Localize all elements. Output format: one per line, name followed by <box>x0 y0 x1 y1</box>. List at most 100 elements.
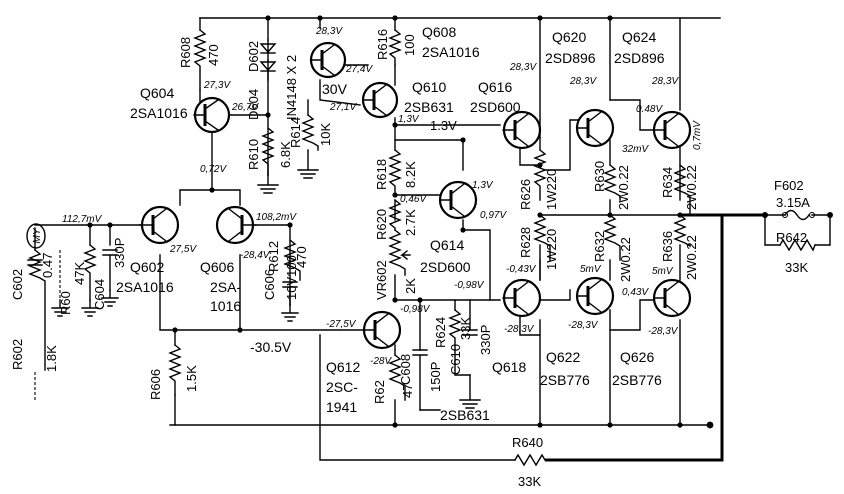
r614-val: 10K <box>318 123 333 146</box>
voltage-33: -28V <box>370 356 392 367</box>
q606-part2: 1016 <box>210 298 241 314</box>
transistor-q620 <box>575 108 615 148</box>
q622-ref: Q622 <box>546 349 580 365</box>
voltage-13: 0.48V <box>636 104 663 115</box>
r612-val: 470 <box>294 246 309 268</box>
r640-ref: R640 <box>512 435 543 450</box>
r634-zigzag <box>673 164 691 216</box>
voltage-25: 5mV <box>580 264 602 275</box>
voltage-11: 28,3V <box>569 76 597 87</box>
r616-zigzag <box>388 29 402 66</box>
voltage-18: 0,97V <box>480 210 507 221</box>
voltage-15: 0,7mV <box>692 120 703 150</box>
r606-zigzag <box>168 344 182 396</box>
voltage-34: -30.5V <box>250 339 292 355</box>
r604-ref: R60 <box>58 291 73 315</box>
r612-zigzag <box>283 239 301 281</box>
r634-ref: R634 <box>660 167 675 198</box>
q608-ref: Q608 <box>422 24 456 40</box>
voltage-4: 28,3V <box>315 26 343 37</box>
r640-zigzag <box>514 453 546 467</box>
q612-part: 2SC- <box>326 379 358 395</box>
voltage-6: 30V <box>322 81 348 97</box>
r622-zigzag <box>388 354 406 401</box>
r624-val: 33K <box>458 317 473 340</box>
transistor-q606 <box>215 205 257 245</box>
r632-zigzag <box>603 214 621 261</box>
q618-ref: Q618 <box>492 359 526 375</box>
vr602-ref: VR602 <box>374 260 389 300</box>
voltage-14: 32mV <box>622 144 649 155</box>
voltage-28: -28,3V <box>504 324 535 335</box>
r620-val: 2.7K <box>403 209 418 236</box>
voltage-32: -0,98V <box>400 304 431 315</box>
capacitor-labels: C602 0.47 C604 330P C606 10V100 C608 150… <box>10 238 493 392</box>
r626-val: 1W220 <box>544 169 559 210</box>
transistor-q610 <box>361 81 399 119</box>
r612-ref: R612 <box>266 241 281 272</box>
r618-ref: R618 <box>374 159 389 190</box>
vr602-val: 2K <box>403 278 418 294</box>
q602-part: 2SA1016 <box>116 279 174 295</box>
r642-ref: R642 <box>776 230 807 245</box>
q608-part: 2SA1016 <box>422 44 480 60</box>
voltage-29: -28,3V <box>568 320 599 331</box>
transistor-q616 <box>502 110 542 150</box>
r624-zigzag <box>448 309 462 351</box>
r602-val: 1.8K <box>44 345 59 372</box>
r636-val: 2W0.22 <box>684 235 699 280</box>
voltage-9: 1.3V <box>430 118 457 133</box>
transistor-labels: Q604 2SA1016 Q608 2SA1016 Q610 2SB631 Q6… <box>116 24 665 423</box>
q626-ref: Q626 <box>620 349 654 365</box>
q616-part: 2SD600 <box>470 99 521 115</box>
transistor-q622 <box>575 276 615 316</box>
resistor-symbols <box>28 29 816 467</box>
transistor-q624 <box>652 110 692 150</box>
r626-ref: R626 <box>518 179 533 210</box>
r622-ref: R62 <box>372 380 387 404</box>
transistor-q604 <box>193 96 231 134</box>
r640-val: 33K <box>518 474 541 489</box>
voltage-5: 27,4V <box>345 64 373 75</box>
diode-part: IN4148 X 2 <box>284 55 299 120</box>
r610-zigzag <box>261 127 275 176</box>
r602-zigzag <box>28 249 46 371</box>
r628-ref: R628 <box>518 227 533 258</box>
voltage-19: 112,7mV <box>62 214 103 225</box>
r620-zigzag <box>388 199 402 231</box>
resistor-labels: R608 470 R616 100 R610 6.8K R614 10K R61… <box>10 29 808 489</box>
r624-ref: R624 <box>433 317 448 348</box>
q618-part: 2SB631 <box>440 407 490 423</box>
transistor-q618 <box>502 278 542 318</box>
input-terminal: MY <box>26 223 46 249</box>
c608-val: 150P <box>428 362 443 392</box>
voltage-7: 27,1V <box>329 102 357 113</box>
r604-zigzag <box>83 244 97 301</box>
q604-ref: Q604 <box>140 85 174 101</box>
transistor-q602 <box>139 205 180 245</box>
r628-val: 1W220 <box>544 229 559 270</box>
r610-ref: R610 <box>246 139 261 170</box>
q610-ref: Q610 <box>412 79 446 95</box>
c604-val: 330P <box>112 238 127 268</box>
voltage-24: -0,98V <box>454 280 485 291</box>
q620-part: 2SD896 <box>545 50 596 66</box>
r642-zigzag <box>779 238 816 252</box>
r606-ref: R606 <box>148 369 163 400</box>
junctions <box>87 15 833 429</box>
q622-part: 2SB776 <box>540 372 590 388</box>
c606-val: 10V100 <box>284 255 299 300</box>
ground-symbols <box>51 289 481 411</box>
c608-ref: C608 <box>398 354 413 385</box>
r608-val: 470 <box>206 44 221 66</box>
r630-val: 2W0.22 <box>616 165 631 210</box>
input-label: MY <box>32 227 43 243</box>
voltage-20: 108,2mV <box>256 212 297 223</box>
voltage-12: 28,3V <box>651 76 679 87</box>
r634-val: 2W0.22 <box>684 165 699 210</box>
d602-ref: D602 <box>246 41 261 72</box>
r632-ref: R632 <box>592 231 607 262</box>
transistor-q626 <box>652 278 692 318</box>
